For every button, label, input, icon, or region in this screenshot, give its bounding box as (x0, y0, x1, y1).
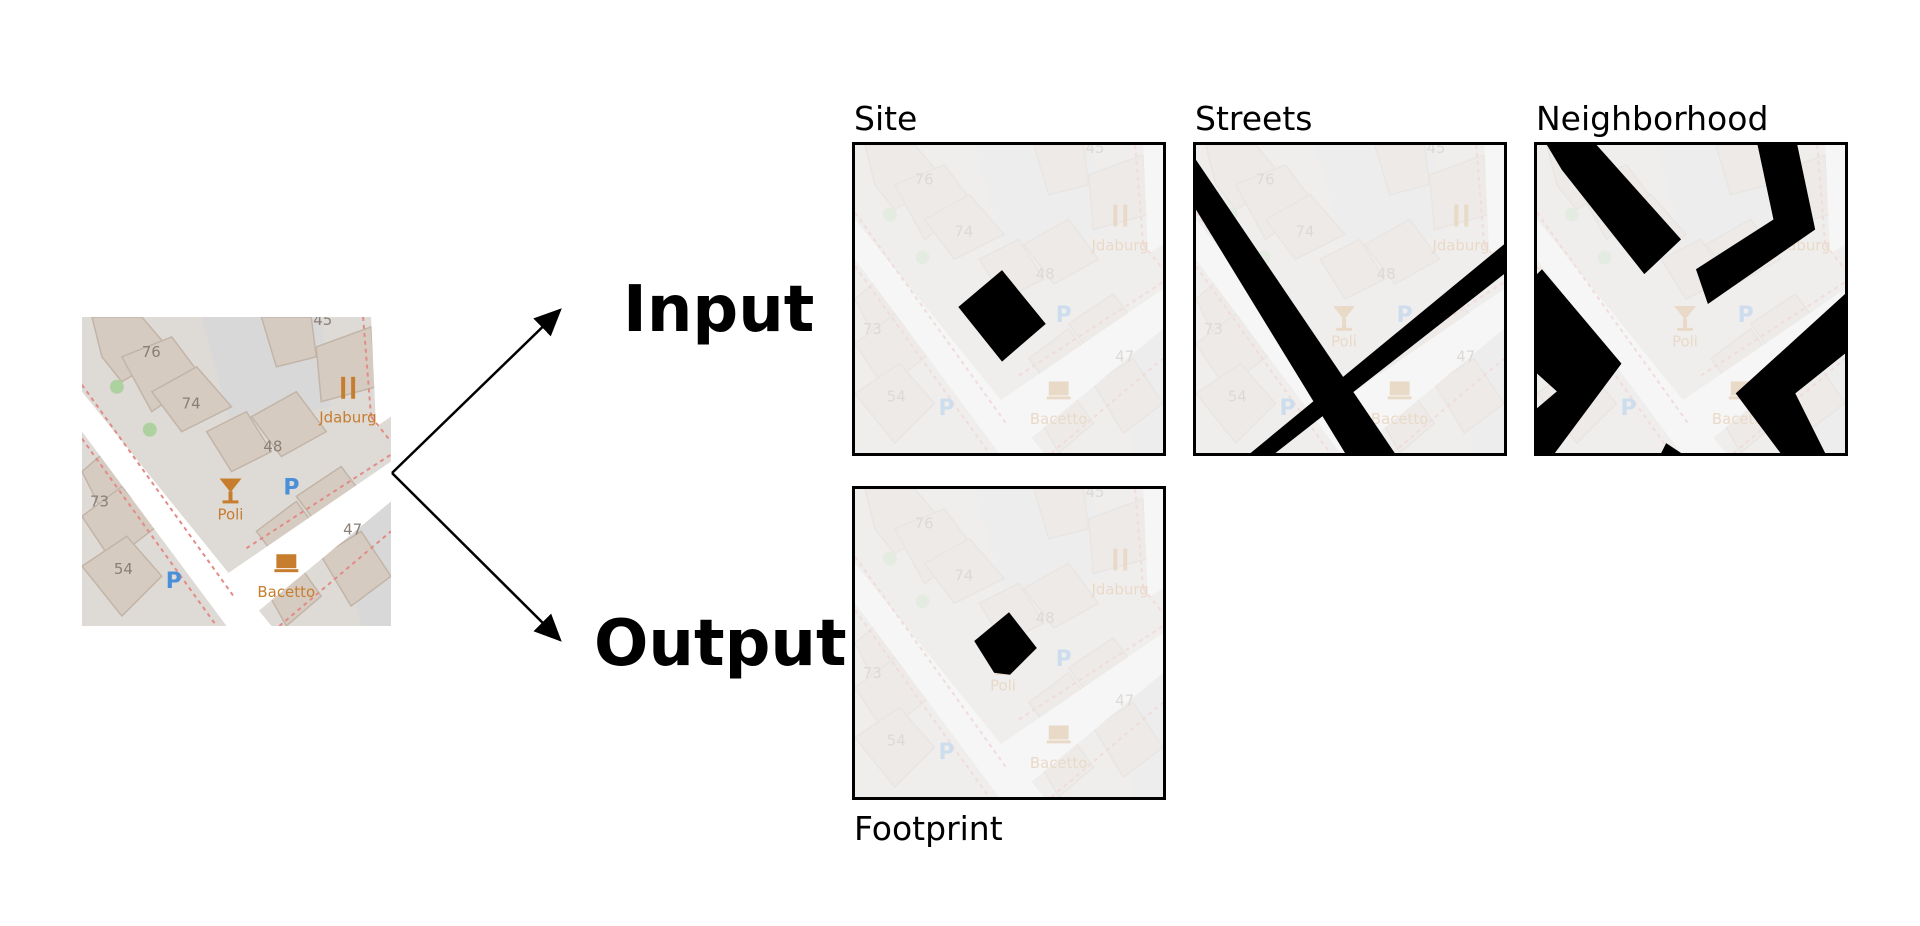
arrow-to-input (391, 308, 562, 474)
input-label: Input (623, 273, 815, 347)
neighborhood-panel (1534, 142, 1848, 456)
streets-title: Streets (1195, 99, 1313, 138)
neighborhood-mask (1537, 145, 1845, 453)
streets-mask-diagonal (1196, 159, 1395, 453)
neighborhood-title: Neighborhood (1536, 99, 1769, 138)
footprint-panel (852, 486, 1166, 800)
footprint-mask (974, 612, 1037, 675)
output-label: Output (594, 607, 847, 681)
footprint-title: Footprint (854, 809, 1003, 848)
arrow-to-output (391, 472, 562, 642)
site-panel (852, 142, 1166, 456)
site-mask (958, 270, 1046, 362)
streets-panel (1193, 142, 1507, 456)
site-title: Site (854, 99, 918, 138)
